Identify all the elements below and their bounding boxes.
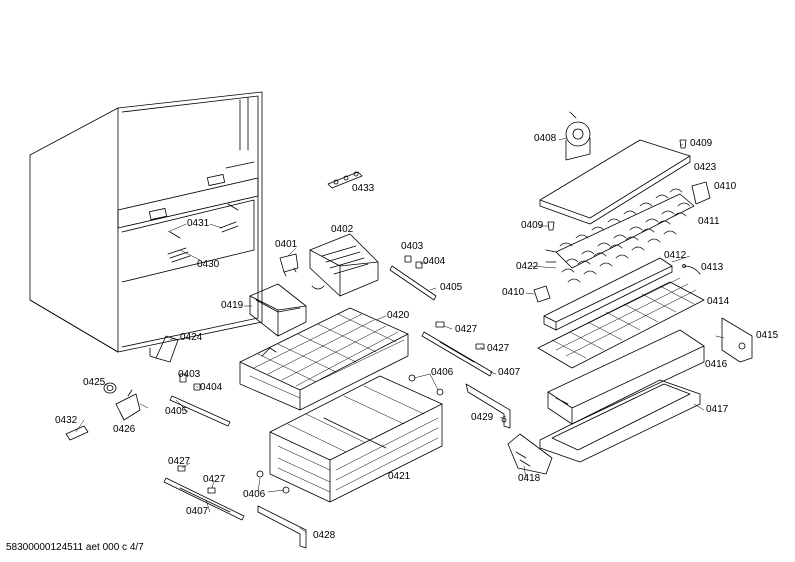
part-label-0404: 0404 [423,256,446,267]
part-label-0417: 0417 [706,404,729,415]
part-0417 [540,380,700,462]
part-label-0406: 0406 [243,489,266,500]
part-label-0416: 0416 [705,359,728,370]
part-label-0414: 0414 [707,296,730,307]
part-0407-lower [164,466,244,520]
part-label-0418: 0418 [518,473,541,484]
part-label-0410: 0410 [714,181,737,192]
part-label-0432: 0432 [55,415,78,426]
part-label-0426: 0426 [113,424,136,435]
part-label-0406: 0406 [431,367,454,378]
part-0416 [548,330,704,424]
part-label-0415: 0415 [756,330,779,341]
part-0429 [466,384,510,428]
part-label-0409: 0409 [521,220,544,231]
part-label-0410: 0410 [502,287,525,298]
part-label-0429: 0429 [471,412,494,423]
part-0407-upper [422,322,492,376]
part-label-0424: 0424 [180,332,203,343]
part-0405-lower [170,374,230,426]
part-label-0413: 0413 [701,262,724,273]
part-0424 [150,336,178,362]
part-0433 [328,172,362,188]
part-0411 [546,189,694,282]
part-0414 [538,278,704,368]
part-label-0422: 0422 [516,261,539,272]
part-0412 [544,258,672,330]
part-0421 [270,376,442,502]
part-label-0427: 0427 [487,343,510,354]
part-label-0427: 0427 [168,456,191,467]
part-label-0431: 0431 [187,218,210,229]
part-label-0405: 0405 [165,406,188,417]
part-0420 [240,308,408,410]
part-0428 [258,506,306,548]
part-label-0430: 0430 [197,259,220,270]
part-label-0403: 0403 [178,369,201,380]
part-label-0408: 0408 [534,133,557,144]
part-0425 [104,383,116,393]
part-label-0402: 0402 [331,224,354,235]
part-label-0425: 0425 [83,377,106,388]
part-label-0423: 0423 [694,162,717,173]
part-label-0401: 0401 [275,239,298,250]
part-label-0433: 0433 [352,183,375,194]
part-label-0405: 0405 [440,282,463,293]
part-0413 [683,265,701,275]
part-label-0427: 0427 [203,474,226,485]
part-label-0420: 0420 [387,310,410,321]
part-0419 [250,284,306,336]
part-label-0427: 0427 [455,324,478,335]
part-label-0404: 0404 [200,382,223,393]
part-0401 [280,254,298,276]
part-0410-upper [692,182,710,204]
part-0402 [310,234,378,296]
part-label-0412: 0412 [664,250,687,261]
document-code: 58300000124511 aet 000 c 4/7 [6,542,144,553]
part-0423 [540,140,690,224]
part-0426 [116,390,140,420]
part-0418 [508,434,552,474]
part-label-0428: 0428 [313,530,336,541]
part-label-0419: 0419 [221,300,244,311]
leader-lines [76,138,724,532]
part-label-0421: 0421 [388,471,411,482]
cabinet-body [30,92,262,352]
part-label-0409: 0409 [690,138,713,149]
part-label-0407: 0407 [186,506,209,517]
part-label-0407: 0407 [498,367,521,378]
part-0432 [66,426,88,440]
part-0405-upper [390,256,436,300]
part-0415 [722,318,752,362]
part-label-0411: 0411 [698,216,720,227]
part-0410-lower [534,286,550,302]
part-0408 [566,112,590,160]
part-label-0403: 0403 [401,241,424,252]
